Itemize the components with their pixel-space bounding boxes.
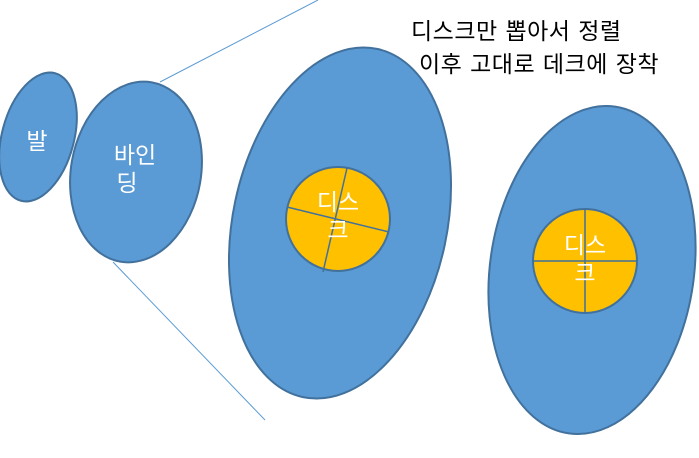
disc-left-divider-b	[286, 206, 390, 233]
disc-left-label-line2: 크	[327, 218, 348, 244]
caption-line-2: 이후 고대로 데크에 장착	[419, 52, 660, 78]
zoom-connector-bottom	[112, 261, 266, 421]
zoom-connector-top	[159, 0, 319, 83]
binding-label-line2: 딩	[116, 171, 137, 197]
disc-left-divider-a	[322, 167, 348, 273]
foot-label: 발	[26, 129, 47, 155]
disc-left-label-line1: 디스	[317, 190, 359, 216]
binding-ellipse	[69, 80, 203, 264]
binding-label-line1: 바인	[114, 143, 156, 169]
caption-line-1: 디스크만 뽑아서 정렬	[411, 19, 622, 45]
disc-right-label-line1: 디스	[564, 233, 606, 259]
foot-ellipse	[0, 71, 78, 203]
disc-right-label-line2: 크	[574, 261, 595, 287]
